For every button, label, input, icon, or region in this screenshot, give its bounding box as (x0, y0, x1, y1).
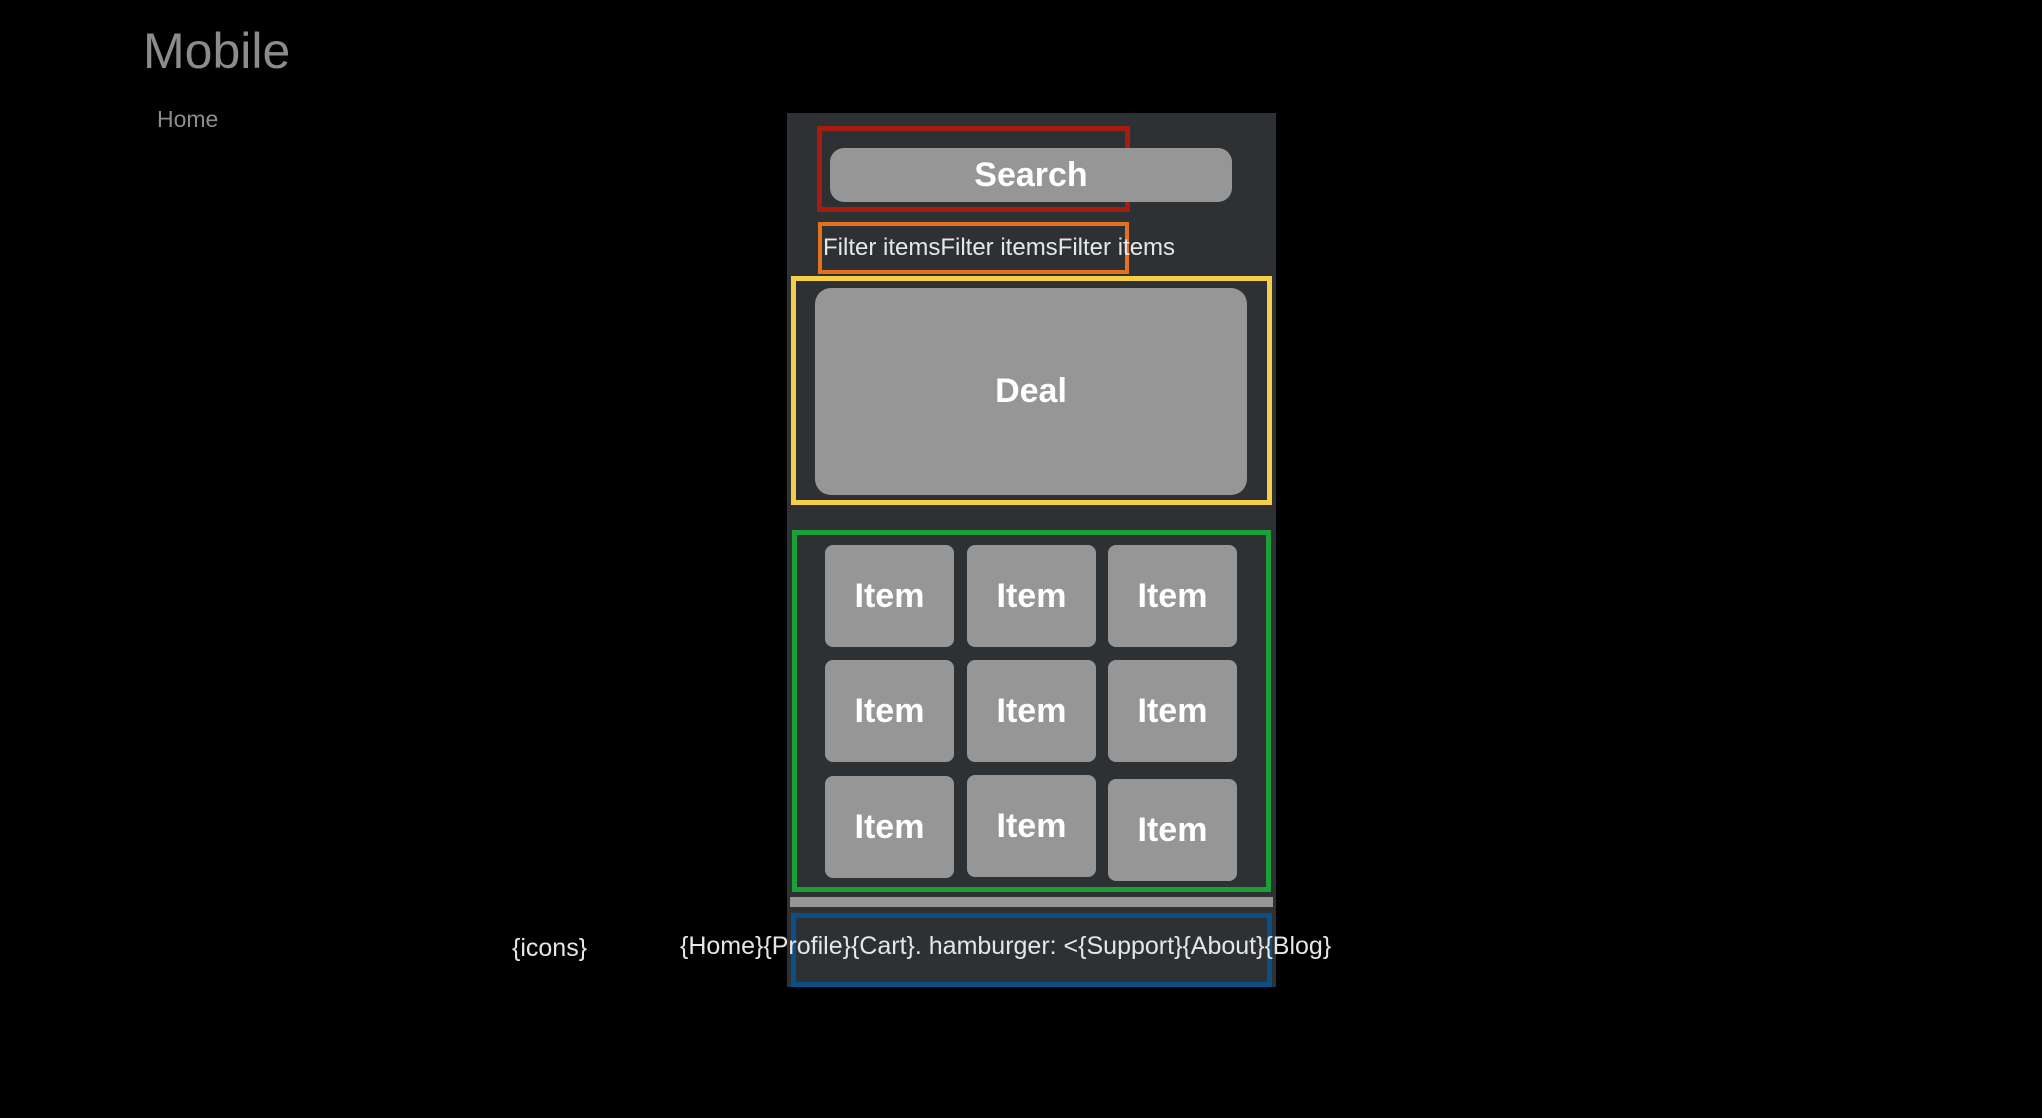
bottom-nav-frame (791, 913, 1272, 987)
page-title: Mobile (143, 23, 291, 79)
item-tile[interactable]: Item (1108, 545, 1237, 647)
page-subtitle: Home (157, 106, 219, 132)
filter-section-frame (818, 222, 1129, 274)
deal-card[interactable]: Deal (815, 288, 1247, 495)
item-tile[interactable]: Item (967, 775, 1096, 877)
section-divider (790, 897, 1273, 907)
item-tile[interactable]: Item (825, 545, 954, 647)
item-tile[interactable]: Item (967, 545, 1096, 647)
search-bar[interactable]: Search (830, 148, 1232, 202)
item-tile[interactable]: Item (825, 776, 954, 878)
item-tile[interactable]: Item (1108, 660, 1237, 762)
mobile-wireframe: Search Filter items Filter items Filter … (787, 113, 1276, 987)
filter-item[interactable]: Filter items (940, 234, 1058, 261)
item-tile[interactable]: Item (1108, 779, 1237, 881)
bottom-nav-annotation: {Home}{Profile}{Cart}. hamburger: <{Supp… (680, 932, 1332, 960)
item-tile[interactable]: Item (967, 660, 1096, 762)
filter-row: Filter items Filter items Filter items (823, 227, 1175, 269)
filter-item[interactable]: Filter items (1057, 234, 1176, 261)
deal-section-frame (791, 276, 1272, 505)
item-tile[interactable]: Item (825, 660, 954, 762)
icons-annotation: {icons} (512, 934, 588, 962)
item-grid-frame (792, 530, 1271, 892)
filter-item[interactable]: Filter items (823, 234, 941, 261)
